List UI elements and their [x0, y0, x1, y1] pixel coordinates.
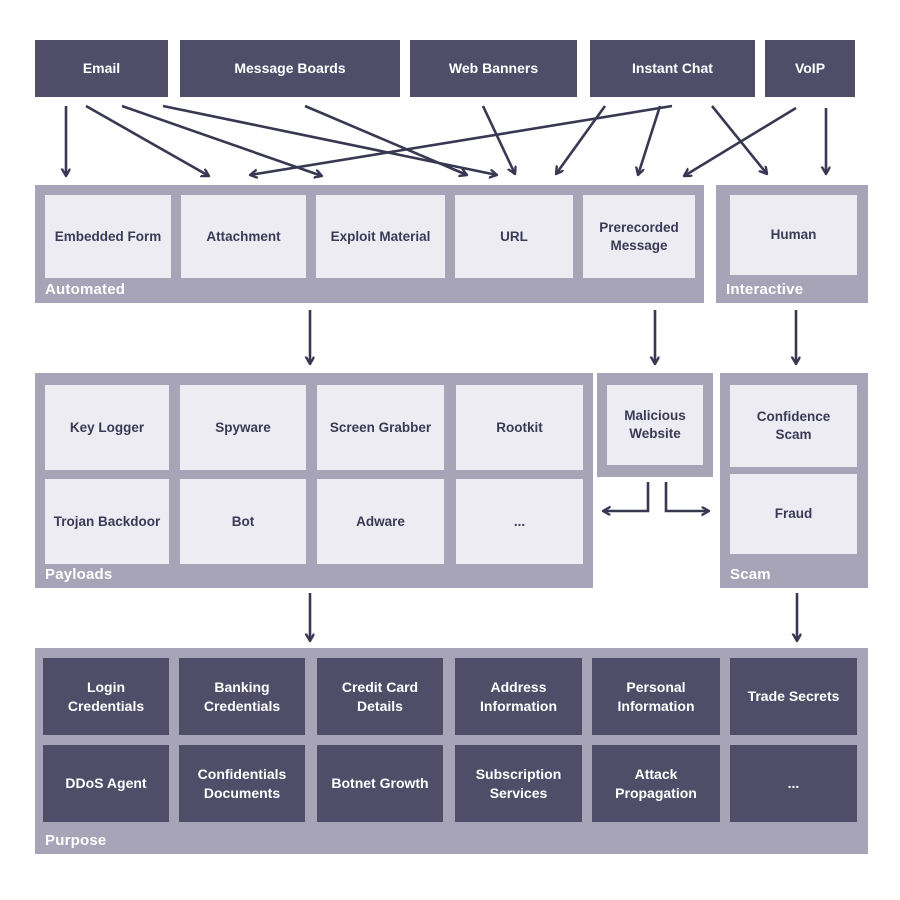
node-botnet-growth-label: Botnet Growth [331, 775, 429, 792]
group-purpose: Purpose [35, 648, 868, 854]
arrow-email-to-url [162, 104, 497, 175]
node-trojan-backdoor: Trojan Backdoor [45, 479, 169, 564]
node-attack-propagation: Attack Propagation [592, 745, 720, 822]
channel-instant-chat-label: Instant Chat [632, 60, 713, 77]
node-key-logger-label: Key Logger [69, 419, 145, 435]
node-prerecorded-message-label: Prerecorded Message [599, 219, 679, 253]
group-label-scam: Scam [730, 566, 771, 583]
node-payloads-more: ... [456, 479, 583, 564]
node-adware: Adware [317, 479, 444, 564]
node-confidentials-documents: Confidentials Documents [179, 745, 305, 822]
channel-instant-chat: Instant Chat [590, 40, 755, 97]
channel-web-banners-label: Web Banners [448, 60, 539, 77]
arrow-email-to-attachment [85, 104, 209, 176]
node-banking-credentials: Banking Credentials [179, 658, 305, 735]
node-key-logger: Key Logger [45, 385, 169, 470]
group-label-purpose: Purpose [45, 832, 107, 849]
node-login-credentials: Login Credentials [43, 658, 169, 735]
arrow-instant-chat-to-attachment [250, 104, 673, 175]
channel-message-boards-label: Message Boards [234, 60, 346, 77]
node-url: URL [455, 195, 573, 278]
node-credit-card-details: Credit Card Details [317, 658, 443, 735]
node-address-information: Address Information [455, 658, 582, 735]
node-adware-label: Adware [356, 513, 405, 529]
node-url-label: URL [500, 228, 528, 244]
arrow-instant-chat-to-url [556, 105, 607, 174]
arrow-malicious-website-to-scam [664, 482, 709, 511]
node-confidence-scam: Confidence Scam [730, 385, 857, 467]
node-screen-grabber-label: Screen Grabber [329, 419, 432, 435]
node-personal-information-label: Personal Information [617, 679, 695, 714]
arrow-instant-chat-to-human [710, 105, 767, 174]
group-label-automated: Automated [45, 281, 126, 298]
node-malicious-website: Malicious Website [607, 385, 703, 465]
node-login-credentials-label: Login Credentials [67, 679, 145, 714]
group-label-payloads: Payloads [45, 566, 113, 583]
node-personal-information: Personal Information [592, 658, 720, 735]
arrow-voip-to-prerecorded-message [684, 106, 797, 176]
arrow-malicious-website-to-payloads [603, 482, 650, 511]
node-malicious-website-label: Malicious Website [624, 408, 686, 441]
channel-message-boards: Message Boards [180, 40, 400, 97]
channel-web-banners: Web Banners [410, 40, 577, 97]
node-screen-grabber: Screen Grabber [317, 385, 444, 470]
node-trojan-backdoor-label: Trojan Backdoor [53, 513, 161, 529]
node-confidence-scam-label: Confidence Scam [756, 409, 831, 442]
node-confidentials-documents-label: Confidentials Documents [197, 766, 287, 801]
node-attack-propagation-label: Attack Propagation [615, 766, 697, 801]
node-embedded-form-label: Embedded Form [54, 228, 162, 244]
node-ddos-agent: DDoS Agent [43, 745, 169, 822]
group-label-interactive: Interactive [726, 281, 804, 298]
node-exploit-material-label: Exploit Material [330, 228, 431, 244]
node-purpose-more-label: ... [787, 775, 800, 792]
node-address-information-label: Address Information [480, 679, 557, 714]
node-attachment-label: Attachment [206, 228, 281, 244]
node-botnet-growth: Botnet Growth [317, 745, 443, 822]
node-bot: Bot [180, 479, 306, 564]
arrow-instant-chat-to-prerecorded-message [638, 105, 662, 175]
channel-voip: VoIP [765, 40, 855, 97]
node-credit-card-details-label: Credit Card Details [341, 679, 419, 714]
node-rootkit-label: Rootkit [496, 419, 543, 435]
channel-voip-label: VoIP [794, 60, 826, 77]
node-fraud-label: Fraud [774, 506, 813, 522]
arrow-email-to-exploit-material [121, 104, 322, 176]
node-payloads-more-label: ... [513, 513, 526, 529]
node-human: Human [730, 195, 857, 275]
node-fraud: Fraud [730, 474, 857, 554]
arrow-message-boards-to-url [304, 104, 467, 175]
node-prerecorded-message: Prerecorded Message [583, 195, 695, 278]
node-embedded-form: Embedded Form [45, 195, 171, 278]
node-rootkit: Rootkit [456, 385, 583, 470]
node-spyware-label: Spyware [215, 419, 271, 435]
node-attachment: Attachment [181, 195, 306, 278]
node-subscription-services-label: Subscription Services [475, 766, 562, 801]
node-purpose-more: ... [730, 745, 857, 822]
channel-email-label: Email [82, 60, 121, 77]
node-subscription-services: Subscription Services [455, 745, 582, 822]
channel-email: Email [35, 40, 168, 97]
node-trade-secrets: Trade Secrets [730, 658, 857, 735]
node-spyware: Spyware [180, 385, 306, 470]
node-human-label: Human [770, 227, 817, 243]
node-banking-credentials-label: Banking Credentials [203, 679, 281, 714]
node-exploit-material: Exploit Material [316, 195, 445, 278]
node-trade-secrets-label: Trade Secrets [747, 688, 840, 705]
node-ddos-agent-label: DDoS Agent [65, 775, 147, 792]
node-bot-label: Bot [231, 513, 255, 529]
arrow-web-banners-to-url [481, 105, 515, 174]
